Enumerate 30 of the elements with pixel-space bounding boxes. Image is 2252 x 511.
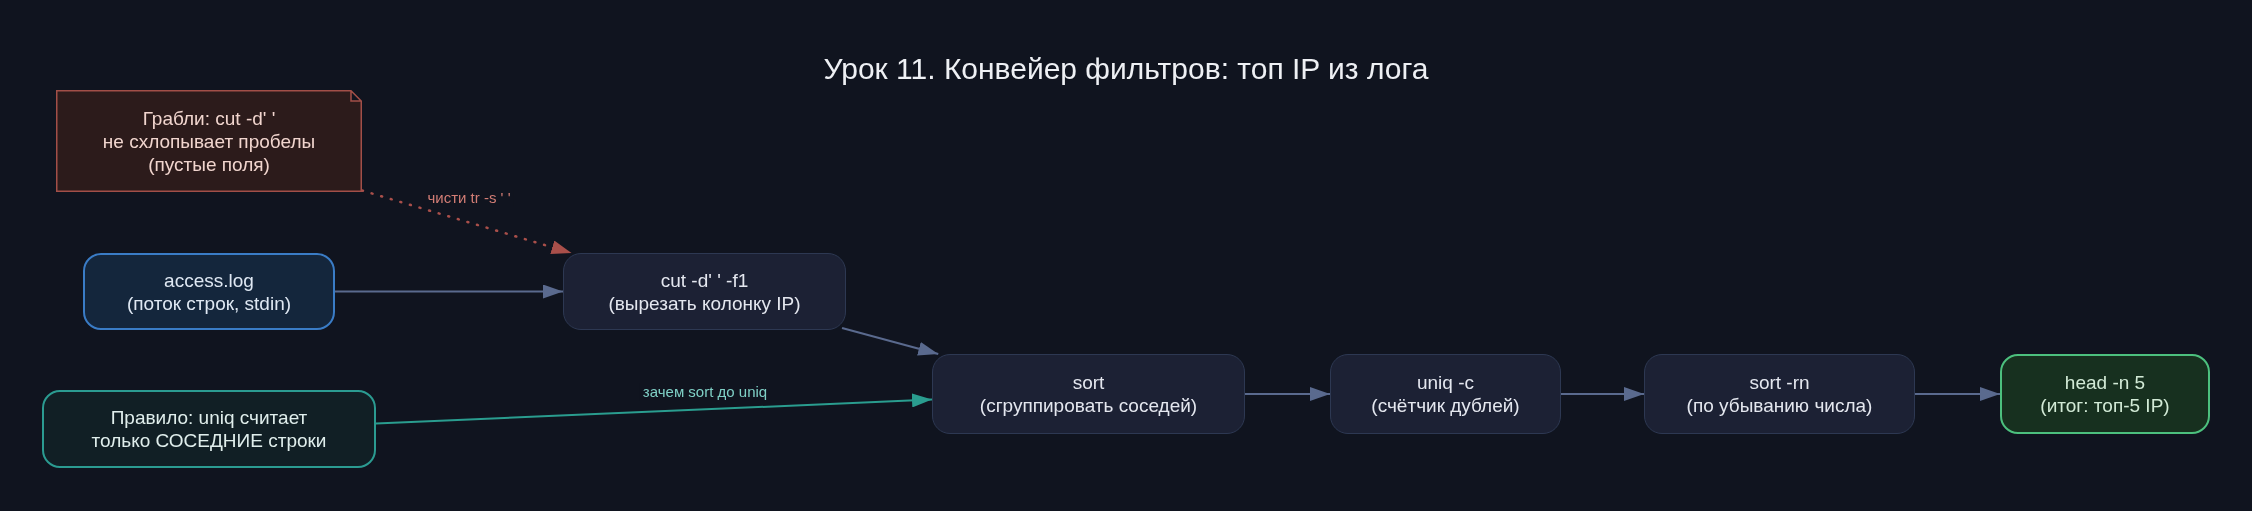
description-text: (вырезать колонку IP) (608, 291, 801, 315)
command-text: sort (1072, 371, 1105, 394)
diagram-title: Урок 11. Конвейер фильтров: топ IP из лога (823, 51, 1429, 87)
note-heading: Грабли: cut -d' ' (142, 106, 276, 130)
description-text: (по убыванию числа) (1686, 394, 1873, 417)
process-box (563, 253, 846, 330)
description-text: (итог: топ-5 IP) (2040, 394, 2170, 417)
rule-text: Правило: uniq считает только СОСЕДНИЕ строки (90, 406, 328, 452)
process-box (1330, 354, 1561, 434)
command-text: uniq -c (1417, 371, 1474, 394)
output-box (2000, 354, 2210, 434)
arrow (1914, 387, 2001, 401)
arrow (1560, 387, 1645, 401)
arrow (334, 284, 564, 299)
input-box (83, 253, 335, 330)
arrow (1244, 387, 1331, 401)
description-text: (поток строк, stdin) (126, 291, 292, 315)
process-box (1644, 354, 1915, 434)
arrow (841, 327, 940, 356)
note-text: не схлопывает пробелы (пустые поля) (101, 129, 317, 176)
process-box (932, 354, 1245, 434)
command-text: sort -rn (1749, 371, 1810, 394)
command-text: head -n 5 (2064, 371, 2146, 394)
description-text: (счётчик дублей) (1371, 394, 1520, 417)
arrow (360, 189, 573, 255)
file-name: access.log (164, 268, 254, 292)
command-text: cut -d' ' -f1 (660, 268, 749, 292)
note-box (56, 90, 362, 192)
arrow (375, 393, 933, 425)
description-text: (сгруппировать соседей) (979, 394, 1198, 417)
